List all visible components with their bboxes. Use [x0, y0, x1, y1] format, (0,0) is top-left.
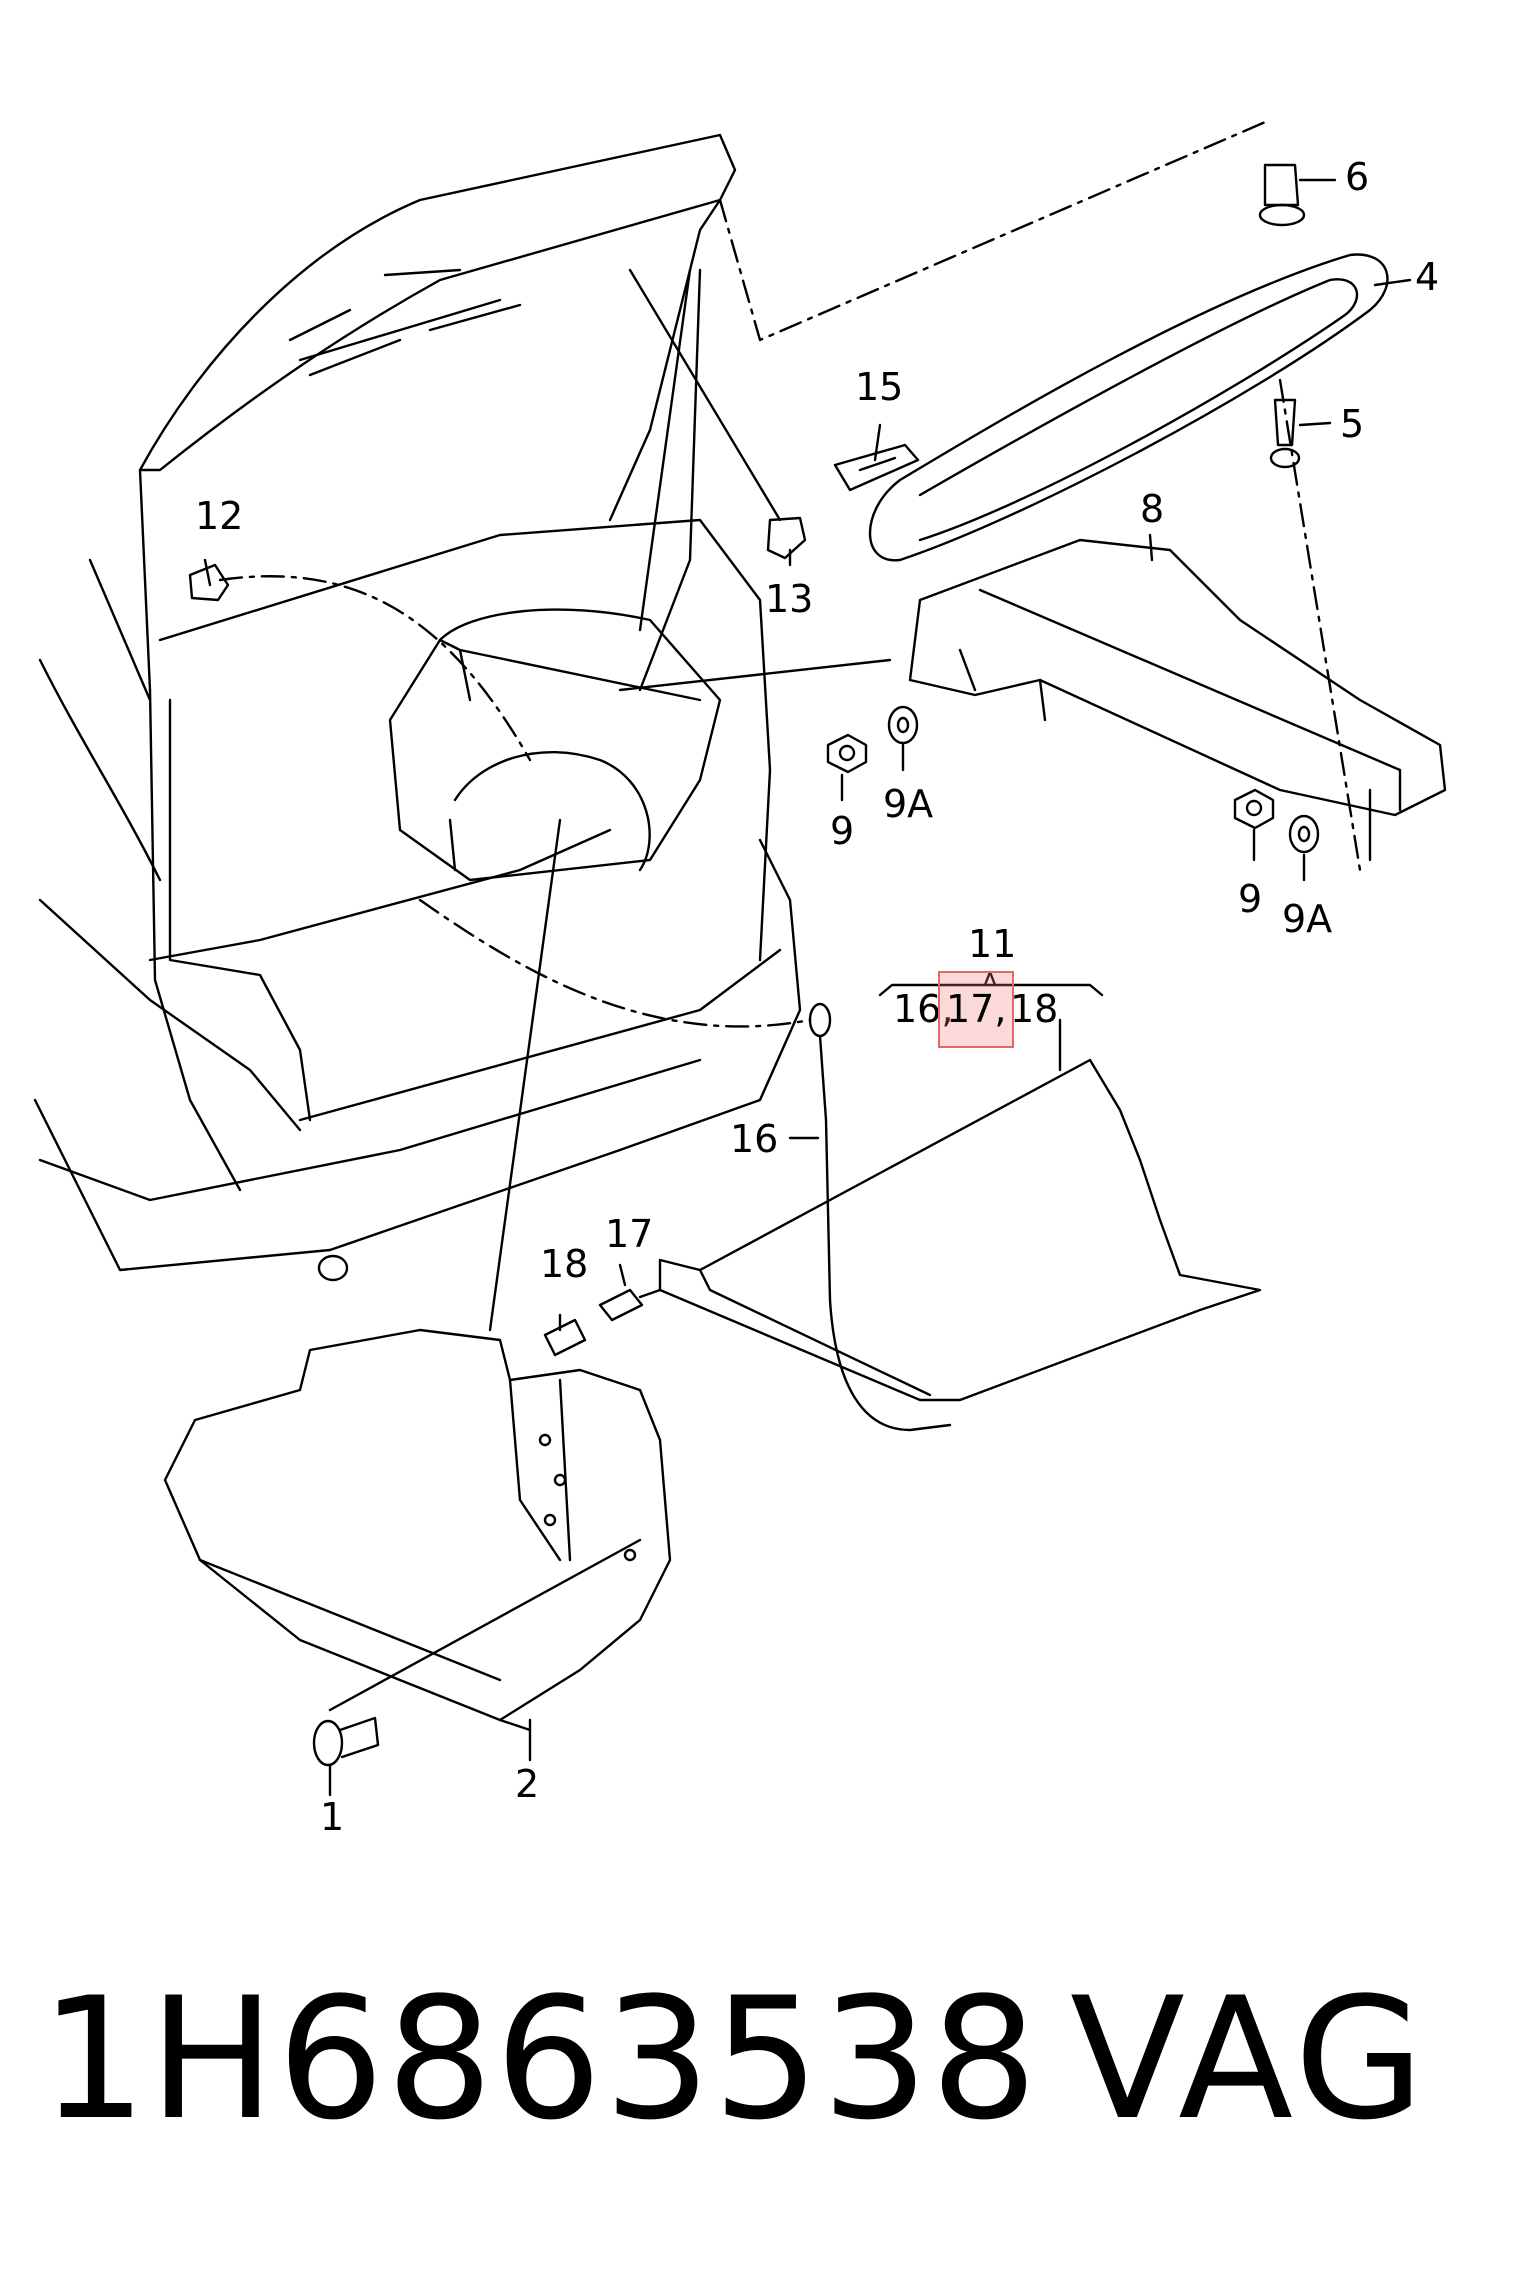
callout-9A-left: 9A [883, 782, 934, 826]
part-9-nut-left [828, 735, 866, 772]
part-9A-washer-right [1290, 816, 1318, 852]
callout-8: 8 [1140, 487, 1165, 531]
group-label-18: 18 [1010, 987, 1059, 1031]
leader-13 [630, 270, 780, 520]
part-13-bracket [768, 518, 805, 558]
leader-screw-1 [330, 1540, 640, 1710]
part-2-side-trim [165, 1330, 670, 1730]
group-label-16: 16, [893, 987, 954, 1031]
group-11-bracket [880, 972, 1102, 995]
callout-15: 15 [855, 365, 904, 409]
leader-shelf [620, 660, 890, 690]
callout-9A-right: 9A [1282, 897, 1333, 941]
callout-12: 12 [195, 494, 244, 538]
callout-13: 13 [765, 577, 814, 621]
caption-bar: 1H6863538 VAG [40, 1975, 1500, 2175]
group-label-17-highlighted: 17, [937, 971, 1015, 1048]
parts-exploded-diagram [0, 0, 1518, 1900]
car-body-outline [35, 135, 800, 1280]
label-ticks [205, 180, 1410, 1795]
callout-1: 1 [320, 1795, 345, 1839]
callout-9-right: 9 [1238, 877, 1263, 921]
part-9A-washer-left [889, 707, 917, 743]
brand-name: VAG [1070, 1961, 1429, 2157]
leader-lines [220, 120, 1360, 1026]
part-12-buffer [190, 565, 228, 600]
callout-16: 16 [730, 1117, 779, 1161]
callout-17: 17 [605, 1212, 654, 1256]
cargo-cover [660, 1020, 1260, 1400]
part-1-screw [314, 1718, 378, 1765]
callout-18: 18 [540, 1242, 589, 1286]
callout-2: 2 [515, 1762, 540, 1806]
part-4-trim-strip [870, 255, 1387, 561]
part-9-nut-right [1235, 790, 1273, 828]
leader-trim-2 [490, 820, 560, 1330]
part-18-sleeve [545, 1320, 585, 1355]
callout-6: 6 [1345, 155, 1370, 199]
callout-5: 5 [1340, 402, 1365, 446]
callout-9-left: 9 [830, 809, 855, 853]
part-number: 1H6863538 [40, 1961, 1040, 2157]
part-15-clip [835, 445, 918, 490]
part-8-parcel-shelf [910, 540, 1445, 860]
part-16-cable [810, 1004, 950, 1430]
part-6-clip [1260, 165, 1304, 225]
callout-4: 4 [1415, 255, 1440, 299]
callout-11: 11 [968, 922, 1017, 966]
part-5-screw [1271, 400, 1299, 467]
part-17-pin [600, 1290, 660, 1320]
